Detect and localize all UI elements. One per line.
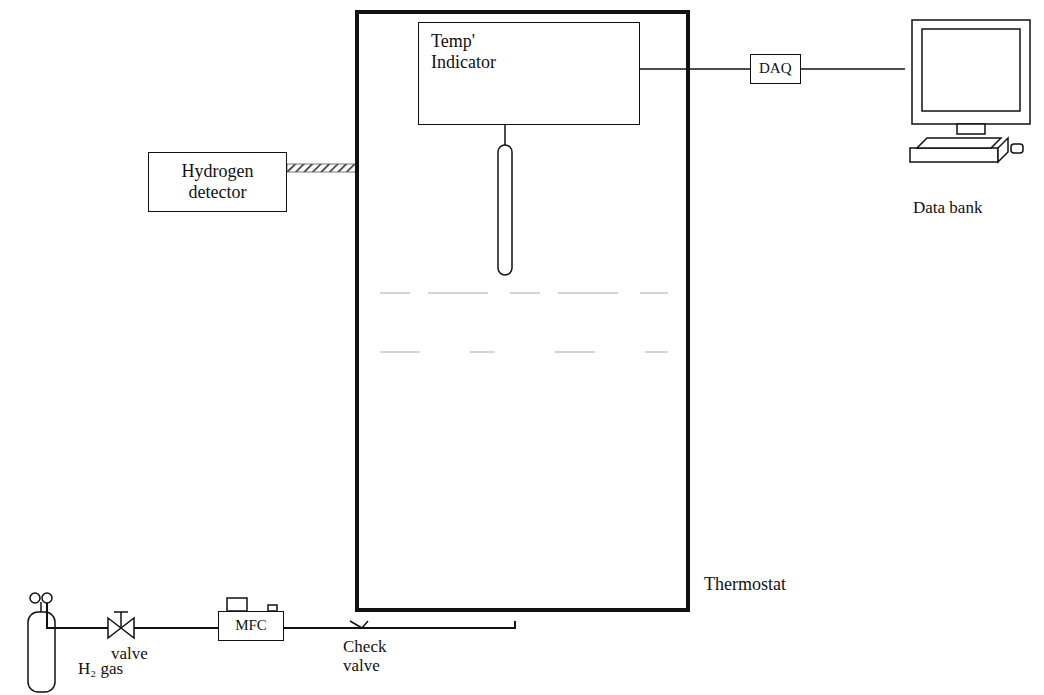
liquid-line bbox=[380, 352, 668, 353]
signal-cable bbox=[801, 69, 906, 70]
sensor-tube bbox=[287, 164, 357, 172]
temperature-probe bbox=[498, 145, 512, 275]
computer: Data bank bbox=[905, 16, 1037, 226]
part-label: H₂ gas bbox=[78, 660, 123, 679]
mfc-part bbox=[227, 598, 247, 611]
gas-cylinder bbox=[28, 612, 55, 692]
signal-cable bbox=[640, 69, 750, 70]
computer-icon bbox=[905, 16, 1037, 191]
indicator-box: Temp' Indicator bbox=[418, 22, 640, 125]
node-label: Thermostat bbox=[704, 574, 786, 595]
daq-box: DAQ bbox=[750, 54, 801, 84]
gauge bbox=[30, 593, 40, 603]
gas-pipe bbox=[284, 621, 515, 628]
thermostat-box: ThermostatTemp' Indicator bbox=[355, 10, 690, 612]
probe-wire bbox=[504, 125, 506, 145]
node-label: Hydrogen detector bbox=[163, 161, 273, 202]
detector-box: Hydrogen detector bbox=[148, 152, 287, 212]
node-label: Data bank bbox=[913, 198, 982, 218]
check-valve-symbol bbox=[350, 621, 368, 628]
valve-handle bbox=[114, 611, 128, 613]
node-label: DAQ bbox=[759, 60, 792, 77]
gauge bbox=[42, 593, 52, 603]
mfc-box: MFC bbox=[218, 611, 284, 641]
part-label: Check valve bbox=[343, 638, 403, 675]
node-label: MFC bbox=[235, 617, 267, 634]
regulator bbox=[40, 602, 42, 612]
valve-stem bbox=[120, 612, 122, 628]
node-label: Temp' Indicator bbox=[431, 31, 521, 72]
liquid-line bbox=[380, 293, 668, 294]
